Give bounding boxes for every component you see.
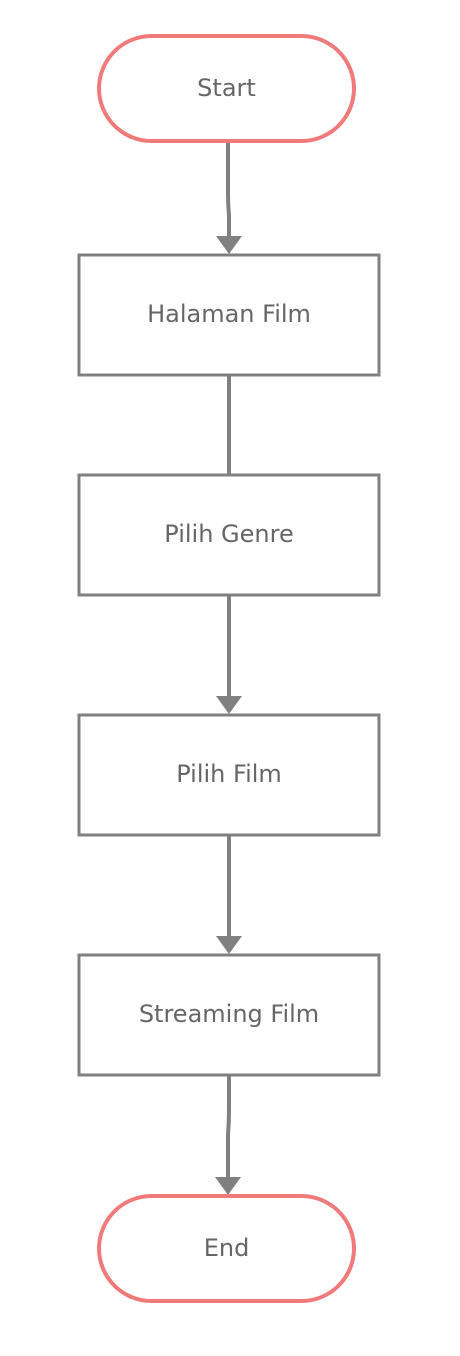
streaming-film-shape	[77, 953, 381, 1077]
streaming-film-node: Streaming Film	[77, 953, 381, 1077]
end-label: End	[204, 1234, 250, 1262]
arrowhead-streaming-film	[216, 936, 242, 954]
start-shape	[97, 34, 356, 143]
pilih-film-node: Pilih Film	[77, 713, 381, 837]
connectors	[215, 142, 242, 1195]
pilih-film-shape	[77, 713, 381, 837]
arrowhead-pilih-film	[216, 696, 242, 714]
end-shape	[97, 1194, 356, 1303]
arrowhead-halaman-film	[216, 236, 242, 254]
connector-start-to-halaman-film	[226, 142, 231, 240]
pilih-film-label: Pilih Film	[176, 760, 282, 788]
pilih-genre-shape	[77, 473, 381, 597]
pilih-genre-node: Pilih Genre	[77, 473, 381, 597]
connector-streaming-film-to-end	[226, 1076, 231, 1182]
streaming-film-label: Streaming Film	[139, 1000, 319, 1028]
halaman-film-shape	[77, 253, 381, 377]
halaman-film-label: Halaman Film	[147, 300, 311, 328]
pilih-genre-label: Pilih Genre	[164, 520, 293, 548]
start-node: Start	[97, 34, 356, 143]
arrowhead-end	[215, 1177, 241, 1195]
halaman-film-node: Halaman Film	[77, 253, 381, 377]
end-node: End	[97, 1194, 356, 1303]
start-label: Start	[197, 74, 256, 102]
